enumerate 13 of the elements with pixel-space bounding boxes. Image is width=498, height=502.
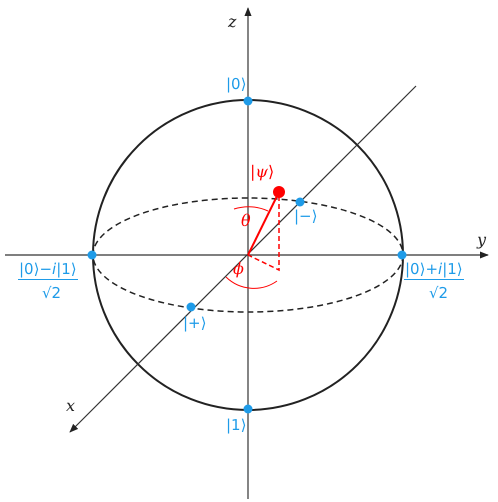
fraction-numerator: |0⟩+i|1⟩ [404,262,464,280]
axis-label: z [228,14,236,30]
fraction-numerator: |0⟩−i|1⟩ [18,262,78,280]
fraction-denominator: √2 [42,286,62,301]
state-label: |ψ⟩ [250,164,274,180]
axis-label: x [66,398,76,414]
state-label: |−⟩ [294,209,318,224]
state-label: |1⟩ [226,418,246,433]
state-label: |0⟩ [226,77,246,92]
axis-label: y [477,232,486,248]
angle-label: ϕ [233,261,244,277]
state-label: |+⟩ [183,316,206,331]
fraction-denominator: √2 [429,286,448,301]
